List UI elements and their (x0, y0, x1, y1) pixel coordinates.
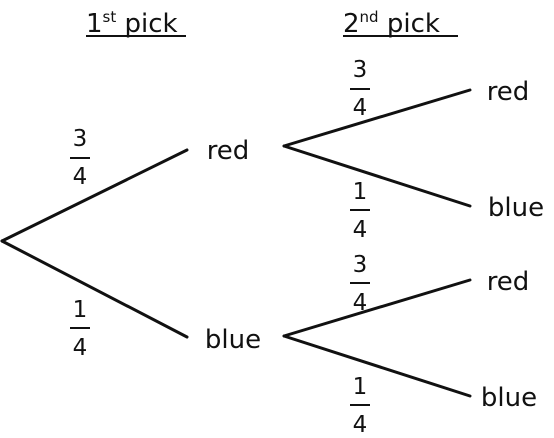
second-pick-header-suffix: nd (360, 8, 379, 26)
branch-red-blue (282, 144, 472, 208)
prob-first-red-numerator: 3 (73, 126, 88, 152)
branch-first-blue (0, 239, 189, 339)
prob-first-red-denominator: 4 (73, 164, 88, 190)
node-blue-blue: blue (481, 383, 537, 413)
svg-text:2nd pick: 2nd pick (343, 8, 440, 39)
prob-first-blue: 1 4 (70, 297, 90, 361)
branch-blue-red (282, 278, 472, 338)
svg-text:1st pick: 1st pick (86, 8, 178, 39)
prob-red-blue-numerator: 1 (353, 179, 368, 205)
prob-blue-red: 3 4 (350, 252, 370, 316)
first-pick-header-text: pick (116, 9, 177, 39)
node-first-blue: blue (205, 325, 261, 355)
first-pick-header: 1st pick (86, 8, 186, 39)
first-pick-header-suffix: st (103, 8, 117, 26)
node-red-blue: blue (488, 193, 544, 223)
second-pick-header: 2nd pick (343, 8, 458, 39)
prob-red-blue: 1 4 (350, 179, 370, 243)
prob-blue-blue-numerator: 1 (353, 374, 368, 400)
prob-red-blue-denominator: 4 (353, 217, 368, 243)
node-blue-red: red (487, 267, 530, 297)
prob-red-red: 3 4 (350, 57, 370, 121)
first-pick-header-number: 1 (86, 9, 103, 39)
node-red-red: red (487, 77, 530, 107)
second-pick-header-text: pick (379, 9, 440, 39)
prob-first-red: 3 4 (70, 126, 90, 190)
branch-first-red (0, 148, 189, 243)
prob-red-red-denominator: 4 (353, 95, 368, 121)
prob-blue-blue-denominator: 4 (353, 412, 368, 438)
prob-blue-red-denominator: 4 (353, 290, 368, 316)
prob-first-blue-numerator: 1 (73, 297, 88, 323)
second-pick-header-number: 2 (343, 9, 360, 39)
prob-blue-red-numerator: 3 (353, 252, 368, 278)
branch-blue-blue (282, 334, 472, 398)
prob-red-red-numerator: 3 (353, 57, 368, 83)
prob-first-blue-denominator: 4 (73, 335, 88, 361)
prob-blue-blue: 1 4 (350, 374, 370, 438)
node-first-red: red (207, 136, 250, 166)
branch-red-red (282, 88, 472, 148)
